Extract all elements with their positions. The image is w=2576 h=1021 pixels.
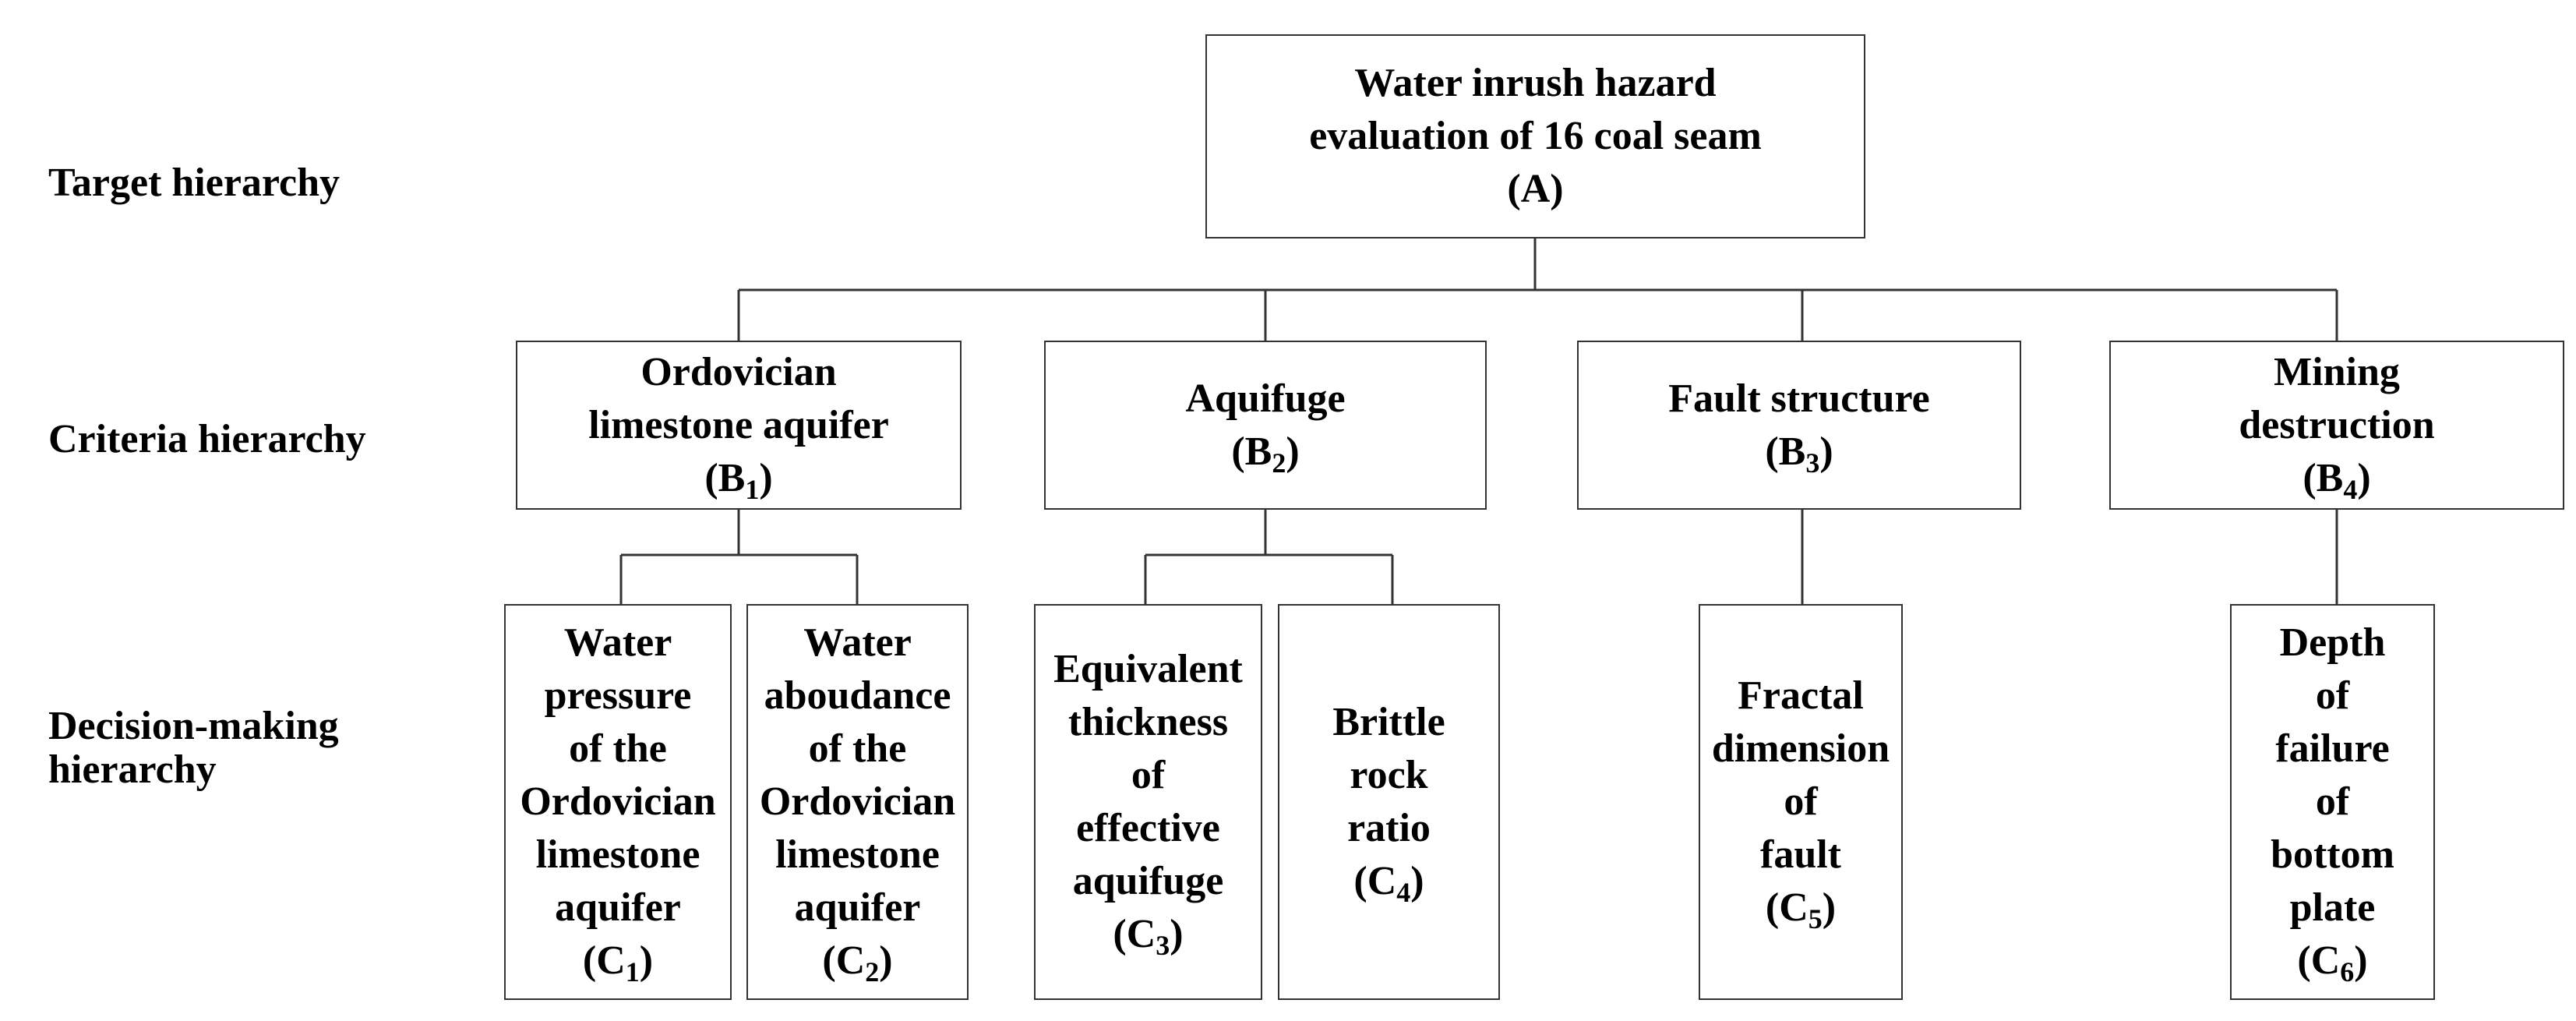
decision-box-c6: Depth of failure of bottom plate (C6) [2230,604,2435,1000]
decision-c1-line: limestone [535,832,700,877]
decision-c4-line: Brittle [1332,700,1445,744]
decision-c6-line: bottom [2271,832,2394,877]
criteria-box-b2: Aquifuge (B2) [1044,341,1487,510]
decision-c2-code: (C2) [822,938,893,987]
decision-c1-line: Water [563,620,672,665]
decision-c6-line: of [2315,779,2350,824]
decision-c2-line: Ordovician [759,779,956,824]
level-label-decision: Decision-making hierarchy [48,705,339,792]
decision-c5-line: fault [1760,832,1841,877]
criteria-b2-code: (B2) [1231,429,1300,479]
decision-c5-line: dimension [1711,726,1890,771]
decision-c2-line: aquifer [794,885,921,930]
decision-box-c2: Water aboudance of the Ordovician limest… [746,604,969,1000]
target-line-2: evaluation of 16 coal seam [1309,114,1762,158]
decision-c2-line: Water [803,620,912,665]
decision-c2-line: limestone [775,832,940,877]
decision-c3-line: of [1131,753,1166,797]
decision-c6-line: failure [2275,726,2390,771]
decision-c4-line: rock [1350,753,1428,797]
decision-c6-line: plate [2289,885,2376,930]
decision-c1-line: aquifer [555,885,681,930]
level-label-decision-line-2: hierarchy [48,747,217,792]
level-label-target: Target hierarchy [48,161,341,205]
criteria-b4-line-1: Mining [2274,349,2400,394]
decision-c3-line: aquifuge [1072,859,1224,903]
criteria-box-b3: Fault structure (B3) [1577,341,2021,510]
decision-c4-code: (C4) [1353,859,1424,908]
criteria-b1-line-1: Ordovician [640,349,837,394]
decision-box-c3: Equivalent thickness of effective aquifu… [1034,604,1262,1000]
decision-c4-line: ratio [1347,806,1431,850]
decision-c2-line: of the [808,726,907,771]
level-label-decision-line-1: Decision-making [48,704,339,748]
decision-c3-line: thickness [1067,700,1229,744]
decision-c2-line: aboudance [764,673,951,718]
decision-c1-line: of the [569,726,667,771]
criteria-b3-code: (B3) [1765,429,1833,479]
decision-c3-code: (C3) [1113,912,1184,961]
level-label-criteria: Criteria hierarchy [48,417,366,461]
criteria-b3-line-1: Fault structure [1668,376,1930,421]
target-code: (A) [1507,167,1564,211]
criteria-b1-line-2: limestone aquifer [588,402,889,447]
decision-box-c1: Water pressure of the Ordovician limesto… [504,604,732,1000]
decision-box-c4: Brittle rock ratio (C4) [1278,604,1500,1000]
decision-c6-code: (C6) [2297,938,2368,987]
decision-c5-line: of [1784,779,1818,824]
criteria-box-b1: Ordovician limestone aquifer (B1) [516,341,962,510]
decision-c1-code: (C1) [582,938,654,987]
decision-c6-line: of [2315,673,2350,718]
target-line-1: Water inrush hazard [1354,61,1717,105]
decision-c6-line: Depth [2279,620,2386,665]
decision-c3-line: Equivalent [1053,647,1243,691]
decision-c1-line: Ordovician [520,779,716,824]
decision-c5-code: (C5) [1765,885,1837,934]
criteria-b2-line-1: Aquifuge [1185,376,1346,421]
decision-c3-line: effective [1076,806,1220,850]
criteria-b1-code: (B1) [704,455,773,505]
criteria-box-b4: Mining destruction (B4) [2109,341,2564,510]
decision-box-c5: Fractal dimension of fault (C5) [1699,604,1903,1000]
target-box-a: Water inrush hazard evaluation of 16 coa… [1205,34,1865,238]
decision-c5-line: Fractal [1738,673,1864,718]
criteria-b4-code: (B4) [2303,455,2371,505]
decision-c1-line: pressure [544,673,692,718]
criteria-b4-line-2: destruction [2239,402,2435,447]
